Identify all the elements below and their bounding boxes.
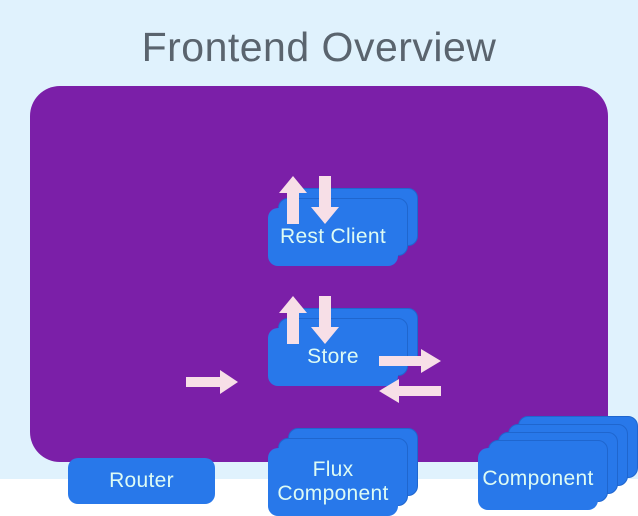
arrow-store-to-flux — [310, 296, 340, 344]
page-title: Frontend Overview — [141, 24, 497, 70]
node-flux-component-label-line1: Flux — [312, 458, 354, 482]
arrow-store-to-rest-client — [278, 176, 308, 224]
arrow-flux-to-store — [278, 296, 308, 344]
diagram-panel: Rest Client Store Flux Component Compone… — [30, 86, 638, 516]
node-store[interactable]: Store — [268, 308, 418, 386]
node-router-label: Router — [68, 458, 215, 504]
arrow-rest-client-to-store — [310, 176, 340, 224]
arrow-flux-to-component — [379, 348, 441, 374]
arrow-router-to-flux — [186, 369, 238, 395]
arrow-component-to-flux — [379, 378, 441, 404]
node-component[interactable]: Component — [478, 416, 638, 512]
node-flux-component[interactable]: Flux Component — [268, 428, 418, 516]
node-flux-component-label-line2: Component — [277, 482, 389, 505]
node-router[interactable]: Router — [68, 458, 215, 504]
node-store-label: Store — [268, 328, 398, 386]
node-component-label: Component — [478, 448, 598, 510]
node-flux-component-front: Flux Component — [268, 448, 398, 516]
node-rest-client[interactable]: Rest Client — [268, 188, 418, 266]
